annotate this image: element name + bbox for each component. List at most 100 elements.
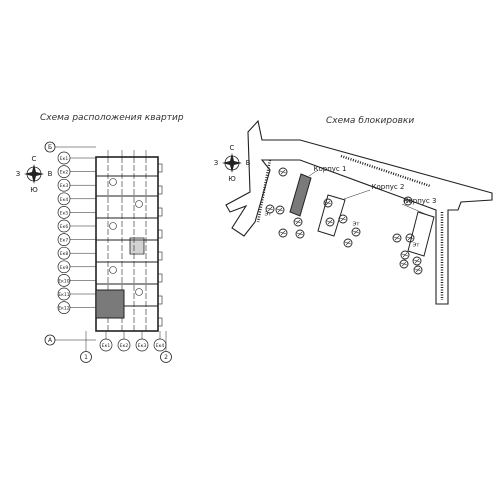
tree-hatch [294, 219, 302, 225]
building-floor-tag: Эт [352, 222, 360, 228]
tree-hatch [404, 198, 412, 204]
hatched-verge [256, 159, 272, 223]
tree-hatch [344, 240, 352, 246]
hatched-verge [340, 154, 431, 188]
fixture [109, 222, 117, 230]
tree-crown [399, 259, 409, 269]
balcony [157, 317, 163, 327]
fixture [135, 200, 143, 208]
floor-bubble-label: Ек9 [60, 265, 69, 271]
compass-needle-we [24, 171, 44, 177]
tree-crown [351, 227, 361, 237]
floor-bubble [57, 274, 71, 287]
floor-bubble-label: Ек3 [60, 183, 69, 189]
axis-letter-top: Б [48, 144, 52, 151]
bottom-bubble-label: Ек4 [156, 343, 165, 349]
left-panel-title: Схема расположения квартир [40, 113, 184, 123]
floor-bubble-label: Ек12 [58, 306, 69, 312]
tree-hatch [339, 216, 347, 222]
tree-crown [338, 214, 348, 224]
tree-hatch [352, 229, 360, 235]
tree-hatch [401, 252, 409, 258]
tree-symbol [403, 196, 413, 206]
tree-crown [412, 256, 422, 266]
tree-hatch [279, 230, 287, 236]
building-label-leader [308, 169, 319, 177]
tree-symbol [405, 233, 415, 243]
tree-hatch [406, 235, 414, 241]
floor-bubble [57, 178, 71, 192]
tree-symbol [338, 214, 348, 224]
tree-symbol [278, 228, 288, 238]
tree-symbol [400, 250, 410, 260]
floor-bubble [57, 233, 71, 246]
tree-crown [403, 196, 413, 206]
tree-crown [293, 217, 303, 227]
tree-crown [278, 167, 288, 177]
floor-bubble [57, 301, 71, 314]
tree-crown [278, 228, 288, 238]
balcony [157, 229, 163, 239]
tree-symbol [412, 256, 422, 266]
floor-bubble [57, 192, 71, 206]
floor-bubble-label: Ек6 [60, 224, 69, 230]
tree-hatch [393, 235, 401, 241]
tree-crown [265, 204, 275, 214]
floor-bubble [57, 206, 71, 219]
floor-bubble [57, 287, 71, 301]
building-1 [289, 173, 312, 217]
floor-bubble [57, 246, 71, 260]
compass-east-label: В [48, 170, 53, 178]
bottom-bubble [117, 338, 131, 352]
fixture [109, 266, 117, 274]
tree-crown [275, 205, 285, 215]
tree-symbol [343, 238, 353, 248]
fixture [109, 178, 117, 186]
road-outline [225, 119, 493, 305]
floor-bubble [57, 165, 71, 178]
tree-symbol [275, 205, 285, 215]
tree-hatch [413, 258, 421, 264]
tree-symbol [265, 204, 275, 214]
compass-south-label: Ю [228, 175, 236, 183]
building-label-leader [401, 203, 431, 217]
compass-west-label: З [214, 159, 219, 167]
tree-symbol [325, 217, 335, 227]
tree-symbol [399, 259, 409, 269]
right-panel-title: Схема блокировки [326, 116, 415, 126]
axis-number-bubble [160, 351, 172, 363]
tree-hatch [324, 200, 332, 206]
axis-number-label: 2 [164, 354, 168, 361]
tree-crown [400, 250, 410, 260]
bottom-bubble-label: Ек1 [102, 343, 111, 349]
balcony [157, 251, 163, 261]
floor-bubble [57, 260, 71, 274]
tree-symbol [293, 217, 303, 227]
compass-north-label: С [230, 144, 235, 152]
floor-bubble-label: Ек8 [60, 251, 69, 257]
compass-needle-we [222, 160, 242, 166]
tree-hatch [276, 207, 284, 213]
compass-west-label: З [16, 170, 21, 178]
building-label: Корпус 3 [404, 197, 437, 205]
tree-hatch [296, 231, 304, 237]
tree-crown [325, 217, 335, 227]
bottom-bubble-label: Ек2 [120, 343, 129, 349]
balcony [157, 185, 163, 195]
compass-north-label: С [32, 155, 37, 163]
fixture [135, 288, 143, 296]
bottom-bubble [99, 338, 113, 352]
tree-hatch [400, 261, 408, 267]
compass-east-label: В [246, 159, 251, 167]
tree-symbol [278, 167, 288, 177]
tree-hatch [266, 206, 274, 212]
tree-crown [343, 238, 353, 248]
tree-symbol [295, 229, 305, 239]
tree-hatch [326, 219, 334, 225]
balcony [157, 163, 163, 173]
